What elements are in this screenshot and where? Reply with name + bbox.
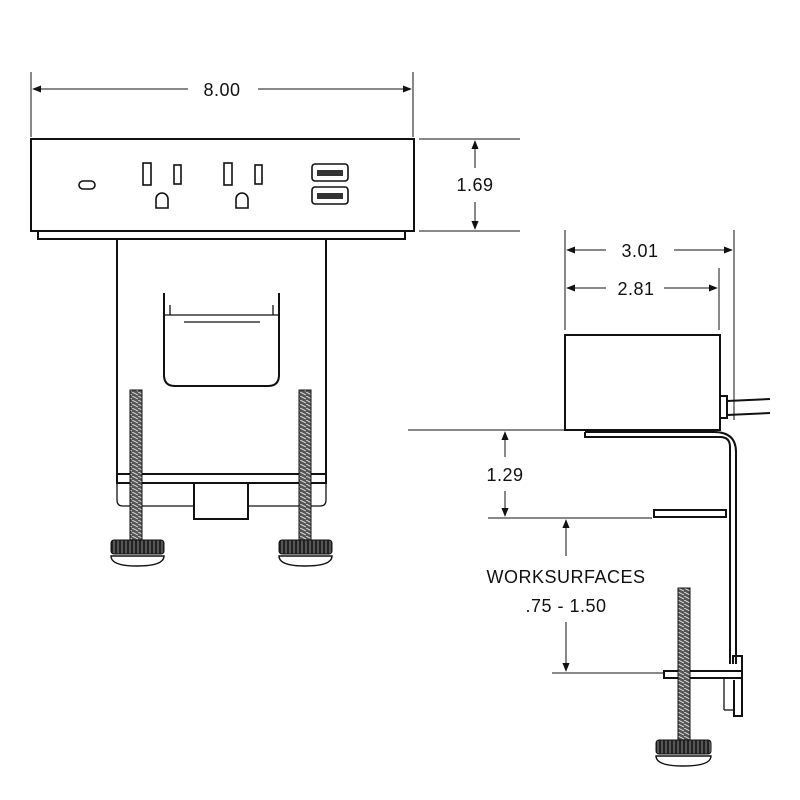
clamp-bracket-front [116, 239, 327, 520]
depth-overall-label: 3.01 [621, 241, 658, 261]
clamp-screw-left-icon [110, 389, 165, 567]
worksurface-range: .75 - 1.50 [525, 596, 606, 616]
depth-body-label: 2.81 [617, 279, 654, 299]
usb-c-port-icon [78, 180, 96, 190]
power-unit-side [564, 334, 771, 431]
worksurface-dimension: WORKSURFACES .75 - 1.50 [486, 519, 664, 674]
height-dimension: 1.69 [419, 138, 520, 232]
outlet-1-icon [142, 162, 182, 209]
outlet-2-icon [223, 162, 263, 209]
side-view: 3.01 2.81 [408, 230, 771, 767]
height-label: 1.69 [456, 175, 493, 195]
depth-overall-dimension: 3.01 [564, 230, 735, 420]
front-view: 8.00 [30, 72, 520, 567]
worksurface-label: WORKSURFACES [486, 567, 645, 587]
clearance-dimension: 1.29 [486, 431, 652, 519]
clearance-label: 1.29 [486, 465, 523, 485]
width-label: 8.00 [203, 80, 240, 100]
width-dimension: 8.00 [30, 72, 414, 137]
clamp-bracket-side [584, 431, 743, 717]
clamp-screw-side-icon [655, 587, 712, 767]
clamp-screw-right-icon [278, 389, 333, 567]
depth-body-dimension: 2.81 [566, 268, 720, 330]
power-unit-front [30, 138, 415, 240]
usb-a-ports-icon [311, 163, 349, 205]
